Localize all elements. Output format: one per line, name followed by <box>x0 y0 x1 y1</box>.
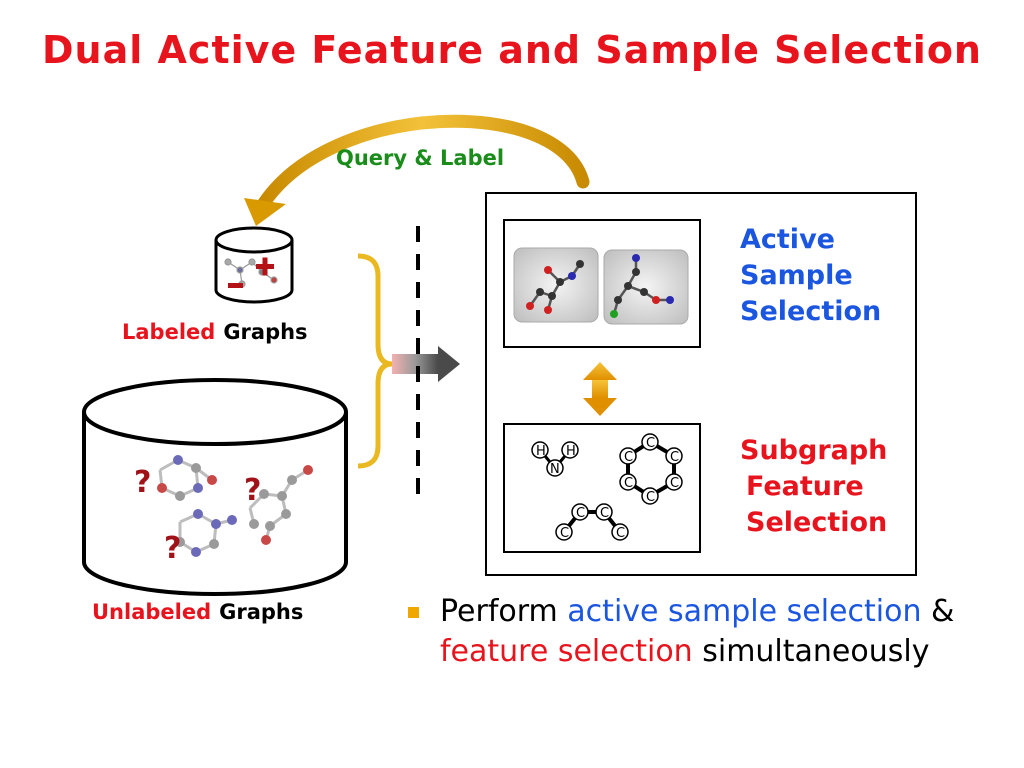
gold-brace <box>357 253 393 469</box>
chain-atom-2: C <box>576 506 585 521</box>
subgraph-feature-selection-label: Subgraph Feature Selection <box>740 433 887 541</box>
bullet-item: Perform active sample selection & featur… <box>408 592 1008 672</box>
double-arrow <box>583 362 617 416</box>
atom-h-2: H <box>566 444 576 459</box>
subgraph-feature-line-3: Selection <box>746 507 888 538</box>
unlabeled-highlight: Unlabeled <box>92 600 212 624</box>
labeled-highlight: Labeled <box>122 320 216 344</box>
subgraph-chain: C C C C <box>555 503 629 541</box>
subgraph-ring: C C C C C C <box>619 433 683 505</box>
bullet-part-1: Perform <box>440 594 568 629</box>
active-sample-line-2: Sample <box>740 260 853 291</box>
atom-h-1: H <box>536 444 546 459</box>
chain-atom-1: C <box>560 526 569 541</box>
slide-title: Dual Active Feature and Sample Selection <box>42 28 982 72</box>
unlabeled-molecule-2 <box>175 509 237 557</box>
plus-icon <box>256 257 274 276</box>
question-mark-3: ? <box>164 531 181 566</box>
atom-n: N <box>550 462 560 477</box>
ring-atom-1: C <box>646 436 655 451</box>
ring-atom-2: C <box>670 450 679 465</box>
query-label-text: Query & Label <box>336 146 505 170</box>
ring-atom-5: C <box>624 476 633 491</box>
bullet-part-5: simultaneously <box>692 634 930 669</box>
subgraph-nh2: H H N <box>531 441 579 477</box>
subgraph-feature-line-2: Feature <box>746 471 864 502</box>
unlabeled-graphs-label: Unlabeled Graphs <box>92 600 303 624</box>
chain-atom-3: C <box>600 506 609 521</box>
bullet-part-4: feature selection <box>440 634 693 669</box>
sample-molecule-2 <box>603 249 689 325</box>
unlabeled-molecule-1 <box>157 455 217 501</box>
question-mark-2: ? <box>244 473 261 508</box>
ring-atom-6: C <box>624 450 633 465</box>
unlabeled-molecule-3 <box>248 465 313 545</box>
bullet-list: Perform active sample selection & featur… <box>408 592 1008 672</box>
question-mark-1: ? <box>134 465 151 500</box>
query-label-arrow <box>255 114 590 213</box>
ring-atom-3: C <box>670 476 679 491</box>
subgraph-feature-line-1: Subgraph <box>740 435 888 466</box>
query-label-arrowhead <box>244 198 286 226</box>
bullet-square-icon <box>408 607 419 618</box>
chain-atom-4: C <box>616 526 625 541</box>
labeled-graphs-label: Labeled Graphs <box>122 320 308 344</box>
ring-atom-4: C <box>646 490 655 505</box>
unlabeled-graphs-cylinder: ? ? ? <box>82 378 348 596</box>
active-sample-line-3: Selection <box>740 296 882 327</box>
flow-arrow <box>392 346 460 382</box>
bullet-part-3: & <box>921 594 955 629</box>
minus-icon <box>228 283 243 288</box>
sample-molecule-1 <box>513 247 599 323</box>
active-sample-selection-label: Active Sample Selection <box>740 222 881 330</box>
labeled-rest: Graphs <box>223 320 308 344</box>
unlabeled-rest: Graphs <box>219 600 304 624</box>
active-sample-line-1: Active <box>740 224 835 255</box>
bullet-part-2: active sample selection <box>567 594 922 629</box>
labeled-graphs-cylinder <box>214 226 294 304</box>
